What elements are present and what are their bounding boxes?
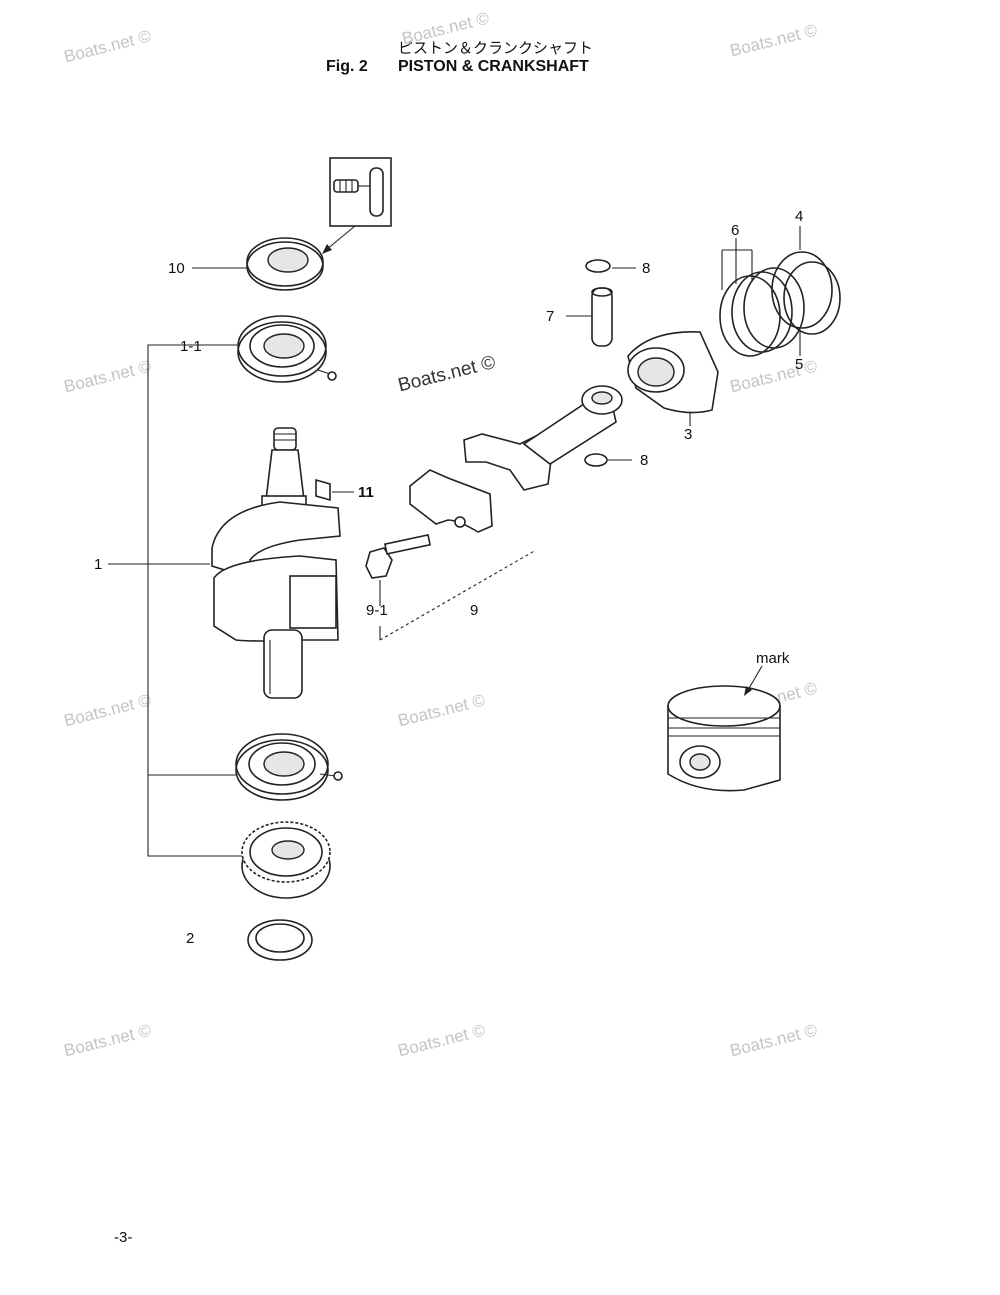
circlip-8-bottom: [584, 453, 632, 467]
circlip-8-top: [585, 259, 636, 273]
washer-2: [247, 919, 313, 961]
callout-part-9: 9: [470, 602, 479, 619]
callout-part-1-1: 1-1: [180, 338, 202, 355]
crankshaft: [211, 427, 341, 699]
oil-seal-10: [192, 237, 324, 291]
callout-part-1: 1: [94, 556, 103, 573]
piston-rings-6: [719, 238, 805, 357]
callout-part-9-1: 9-1: [366, 602, 388, 619]
piston-3: [627, 331, 719, 426]
crankshaft-gear: [241, 821, 331, 899]
figure-number: Fig. 2: [326, 58, 368, 75]
callout-part-10: 10: [168, 260, 185, 277]
callout-part-5: 5: [795, 356, 804, 373]
page-title: PISTON & CRANKSHAFT: [398, 58, 589, 75]
bearing-lower: [235, 733, 343, 801]
callout-mark: mark: [756, 650, 790, 667]
ring-4: [771, 226, 833, 329]
woodruff-key-11: [315, 478, 354, 502]
rod-bolt-9-1: [365, 534, 432, 606]
title-japanese: ピストン＆クランクシャフト: [398, 39, 594, 57]
callout-part-6: 6: [731, 222, 740, 239]
callout-part-4: 4: [795, 208, 804, 225]
piston-mark-detail: [667, 665, 781, 792]
connecting-rod: [463, 385, 623, 491]
bearing-upper: [237, 315, 337, 383]
callout-part-8-top: 8: [642, 260, 651, 277]
callout-part-11: 11: [358, 484, 374, 501]
rod-cap: [409, 469, 493, 533]
callout-part-3: 3: [684, 426, 693, 443]
page-number: -3-: [114, 1229, 133, 1246]
callout-part-2: 2: [186, 930, 195, 947]
part-1-bracket: [108, 344, 242, 857]
part-9-bracket: [379, 549, 537, 641]
callout-part-7: 7: [546, 308, 555, 325]
piston-pin-7: [566, 287, 613, 347]
inset-detail-box: [322, 157, 392, 254]
callout-part-8-bottom: 8: [640, 452, 649, 469]
ring-5: [783, 261, 841, 356]
